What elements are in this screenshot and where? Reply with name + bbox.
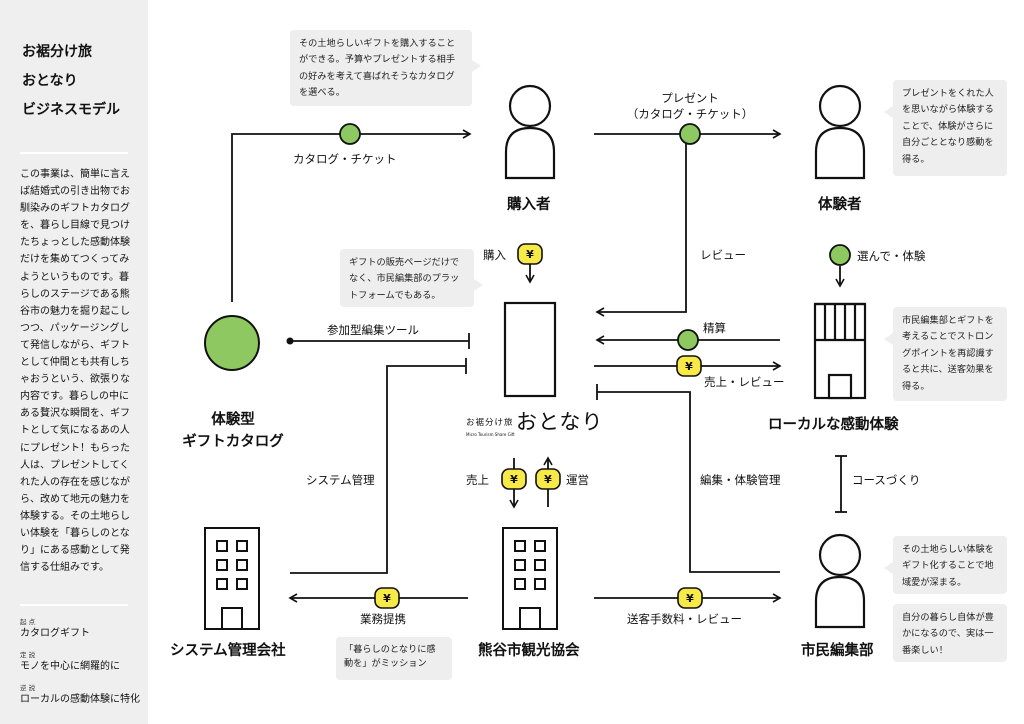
system-company-label: システム管理会社 [170, 643, 286, 659]
legend-tag: 定 説 [20, 651, 36, 659]
yen-badge-purchase [517, 243, 543, 265]
legend-tag: 逆 説 [20, 684, 36, 692]
system-company-building-icon [204, 527, 260, 630]
sidebar-divider [20, 604, 128, 606]
yen-badge-fee [677, 587, 703, 609]
label-business-partnership: 業務提携 [360, 612, 406, 626]
local-experience-label: ローカルな感動体験 [768, 417, 899, 433]
callout-platform: ギフトの販売ページだけでなく、市民編集部のプラットフォームでもある。 [340, 249, 483, 307]
gift-catalog-label-line-1: 体験型 [211, 412, 255, 428]
label-sales: 売上 [466, 473, 489, 487]
title-line-1: お裾分け旅 [22, 44, 92, 60]
callout-local-experience: 市民編集部とギフトを考えることでストロングポイントを再認識すると共に、送客効果を… [884, 307, 1007, 401]
callout-experiencer: プレゼントをくれた人を思いながら体験することで、体験がさらに自分ごととなり感動を… [884, 80, 1007, 176]
yen-symbol: ¥ [685, 360, 693, 373]
label-catalog-ticket: カタログ・チケット [293, 152, 397, 166]
legend-text: モノを中心に網羅的に [20, 661, 120, 672]
otonari-logo: お裾分け旅 おとなり Micro Tourism Share Gift [466, 410, 602, 440]
flow-system-management [290, 365, 466, 574]
sidebar: お裾分け旅 おとなり ビジネスモデル この事業は、簡単に言えば結婚式の引き出物で… [0, 0, 148, 724]
label-system-management: システム管理 [306, 473, 375, 487]
buyer-person-icon [504, 84, 556, 180]
yen-symbol: ¥ [544, 473, 552, 486]
callout-mission: 「暮らしのとなりに感動を」がミッション [336, 637, 452, 680]
logo-small-text: お裾分け旅 [466, 418, 514, 428]
gift-catalog-icon [204, 315, 260, 371]
platform-icon [503, 301, 557, 398]
gift-catalog-label-line-2: ギフトカタログ [182, 434, 284, 450]
label-edit-experience-management: 編集・体験管理 [700, 473, 781, 487]
yen-symbol: ¥ [383, 592, 391, 605]
yen-symbol: ¥ [510, 473, 518, 486]
yen-badge-operation [535, 468, 561, 490]
legend-item-conventional: 定 説 モノを中心に網羅的に [20, 651, 120, 673]
page-title: お裾分け旅 おとなり ビジネスモデル [22, 38, 120, 125]
citizen-editors-person-icon [814, 533, 866, 629]
label-operation: 運営 [566, 473, 589, 487]
title-line-2: おとなり [22, 73, 78, 89]
label-participatory-tool: 参加型編集ツール [327, 323, 419, 337]
gift-catalog-label: 体験型 ギフトカタログ [170, 409, 296, 453]
tool-start-dot [286, 337, 294, 345]
sidebar-description: この事業は、簡単に言えば結婚式の引き出物でお馴染みのギフトカタログを、暮らし目線… [20, 169, 130, 574]
tourism-association-building-icon [502, 527, 558, 630]
sidebar-divider [20, 152, 128, 154]
logo-main-text: おとなり [516, 410, 604, 434]
yen-badge-sales-down [501, 468, 527, 490]
yen-badge-sales [676, 355, 702, 377]
legend-text: ローカルの感動体験に特化 [20, 694, 140, 705]
label-purchase: 購入 [483, 248, 506, 262]
legend-item-paradox: 逆 説 ローカルの感動体験に特化 [20, 684, 140, 706]
legend-text: カタログギフト [20, 628, 90, 639]
logo-sub-text: Micro Tourism Share Gift [466, 432, 515, 437]
buyer-label: 購入者 [507, 197, 551, 213]
label-sales-review: 売上・レビュー [704, 375, 785, 389]
callout-citizen-editors-1: その土地らしい体験をギフト化することで地域愛が深まる。 [884, 536, 1007, 594]
label-present-line-1: プレゼント [661, 91, 719, 105]
flow-catalog-to-buyer [231, 129, 472, 302]
settlement-dot-icon [677, 329, 699, 351]
legend-tag: 起 点 [20, 618, 36, 626]
yen-symbol: ¥ [526, 248, 534, 261]
label-settlement: 精算 [703, 321, 726, 335]
title-line-3: ビジネスモデル [22, 102, 120, 118]
label-fee-review: 送客手数料・レビュー [627, 612, 742, 626]
label-present-line-2: （カタログ・チケット） [626, 107, 754, 121]
shop-icon [813, 302, 867, 400]
yen-symbol: ¥ [686, 592, 694, 605]
flow-edit-management [597, 391, 780, 573]
present-dot-icon [679, 123, 701, 145]
experience-dot-icon [829, 244, 851, 266]
callout-citizen-editors-2: 自分の暮らし自体が豊かになるので、実は一番楽しい！ [893, 604, 1007, 662]
label-course-making: コースづくり [852, 473, 921, 487]
legend-item-origin: 起 点 カタログギフト [20, 618, 90, 640]
experiencer-label: 体験者 [818, 197, 862, 213]
citizen-editors-label: 市民編集部 [801, 643, 874, 659]
tourism-association-label: 熊谷市観光協会 [478, 643, 580, 659]
experiencer-person-icon [814, 84, 866, 180]
label-present: プレゼント （カタログ・チケット） [620, 90, 760, 122]
flow-review [595, 134, 687, 317]
yen-badge-partnership [374, 587, 400, 609]
callout-buyer: その土地らしいギフトを購入することができる。予算やプレゼントする相手の好みを考え… [290, 30, 481, 106]
catalog-ticket-dot-icon [339, 123, 361, 145]
label-review: レビュー [700, 248, 746, 262]
label-choose-experience: 選んで・体験 [857, 249, 926, 263]
